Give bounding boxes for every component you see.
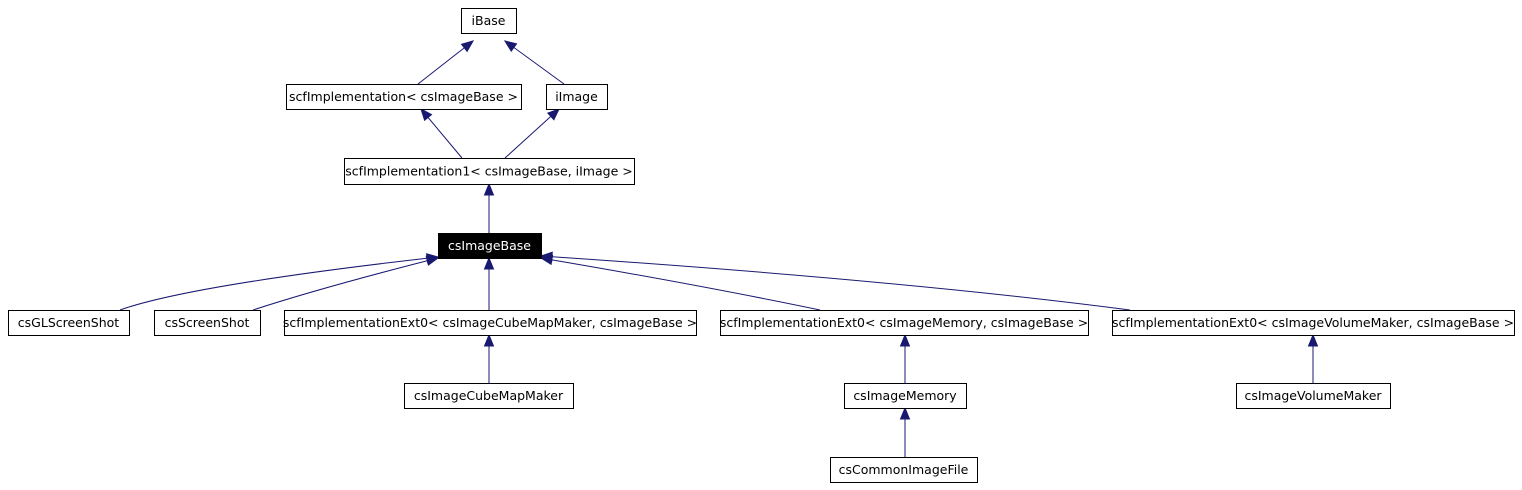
class-label: csImageBase xyxy=(448,238,531,253)
nodes-layer: iBase scfImplementation< csImageBase > iIm… xyxy=(8,8,1515,483)
class-box xyxy=(720,310,1089,336)
edge-cubemapmaker-to-ext0cubemap xyxy=(483,333,495,383)
class-node-commonimagefile[interactable]: csCommonImageFile xyxy=(830,457,978,483)
edge-scfimpl1-to-iimage xyxy=(504,108,560,159)
class-box xyxy=(1112,310,1515,336)
arrow-head-icon xyxy=(483,256,495,270)
class-label: scfImplementationExt0< csImageCubeMapMak… xyxy=(283,315,697,330)
arrow-head-icon xyxy=(539,251,553,263)
edge-line xyxy=(252,257,439,311)
arrow-head-icon xyxy=(460,40,475,53)
class-label: scfImplementationExt0< csImageMemory, cs… xyxy=(720,315,1088,330)
class-label: iImage xyxy=(555,89,598,104)
class-node-ibase[interactable]: iBase xyxy=(461,8,517,34)
edge-commonimagefile-to-imagememory xyxy=(899,406,911,457)
arrow-head-icon xyxy=(483,333,495,347)
class-label: scfImplementation< csImageBase > xyxy=(289,89,518,104)
edge-ext0cubemap-to-csimagebase xyxy=(483,256,495,310)
class-label: csImageCubeMapMaker xyxy=(414,388,564,403)
class-node-volumemaker[interactable]: csImageVolumeMaker xyxy=(1236,383,1391,409)
class-box xyxy=(438,233,542,259)
class-box xyxy=(404,383,574,409)
class-label: scfImplementationExt0< csImageVolumeMake… xyxy=(1112,315,1514,330)
class-box xyxy=(344,158,635,185)
class-box xyxy=(461,8,517,34)
class-label: csImageMemory xyxy=(853,388,957,403)
edge-imagememory-to-ext0memory xyxy=(899,333,911,383)
class-box xyxy=(154,310,261,336)
edge-csimagebase-to-scfimpl1 xyxy=(483,182,495,233)
class-box xyxy=(546,84,608,110)
class-node-csscreenshot[interactable]: csScreenShot xyxy=(154,310,261,336)
edge-line xyxy=(540,255,1131,311)
class-node-ext0volume[interactable]: scfImplementationExt0< csImageVolumeMake… xyxy=(1112,310,1515,336)
class-label: csGLScreenShot xyxy=(18,315,120,330)
arrow-head-icon xyxy=(483,182,495,196)
class-label: csCommonImageFile xyxy=(839,462,969,477)
class-node-ext0memory[interactable]: scfImplementationExt0< csImageMemory, cs… xyxy=(720,310,1089,336)
class-node-imagememory[interactable]: csImageMemory xyxy=(844,383,967,409)
class-node-scfimpl[interactable]: scfImplementation< csImageBase > xyxy=(286,84,522,110)
class-label: csScreenShot xyxy=(165,315,250,330)
class-node-ext0cubemap[interactable]: scfImplementationExt0< csImageCubeMapMak… xyxy=(283,310,697,336)
class-node-scfimpl1[interactable]: scfImplementation1< csImageBase, iImage … xyxy=(344,158,635,185)
edges-layer xyxy=(119,40,1319,457)
edge-scfimpl1-to-scfimpl xyxy=(420,107,463,159)
edge-iimage-to-ibase xyxy=(503,40,565,85)
class-node-cubemapmaker[interactable]: csImageCubeMapMaker xyxy=(404,383,574,409)
edge-line xyxy=(504,108,560,159)
arrow-head-icon xyxy=(899,406,911,420)
edge-volumemaker-to-ext0volume xyxy=(1307,333,1319,383)
class-label: scfImplementation1< csImageBase, iImage … xyxy=(345,164,632,179)
class-box xyxy=(8,310,130,336)
edge-csscreenshot-to-csimagebase xyxy=(252,255,440,311)
arrow-head-icon xyxy=(425,255,440,266)
edge-scfimpl-to-ibase xyxy=(417,40,475,85)
class-box xyxy=(1236,383,1391,409)
class-node-csimagebase[interactable]: csImageBase xyxy=(438,233,542,259)
edge-line xyxy=(119,256,439,311)
class-box xyxy=(844,383,967,409)
class-box xyxy=(830,457,978,483)
arrow-head-icon xyxy=(899,333,911,347)
edge-ext0memory-to-csimagebase xyxy=(539,254,821,311)
edge-ext0volume-to-csimagebase xyxy=(539,251,1131,311)
class-box xyxy=(284,310,697,336)
class-node-csglscreenshot[interactable]: csGLScreenShot xyxy=(8,310,130,336)
arrow-head-icon xyxy=(546,108,560,121)
class-label: csImageVolumeMaker xyxy=(1244,388,1382,403)
edge-line xyxy=(417,40,474,85)
edge-line xyxy=(504,40,565,85)
class-label: iBase xyxy=(472,13,506,28)
class-box xyxy=(286,84,522,110)
arrow-head-icon xyxy=(1307,333,1319,347)
class-node-iimage[interactable]: iImage xyxy=(546,84,608,110)
arrow-head-icon xyxy=(420,107,433,122)
arrow-head-icon xyxy=(503,40,518,53)
edge-line xyxy=(540,257,821,311)
